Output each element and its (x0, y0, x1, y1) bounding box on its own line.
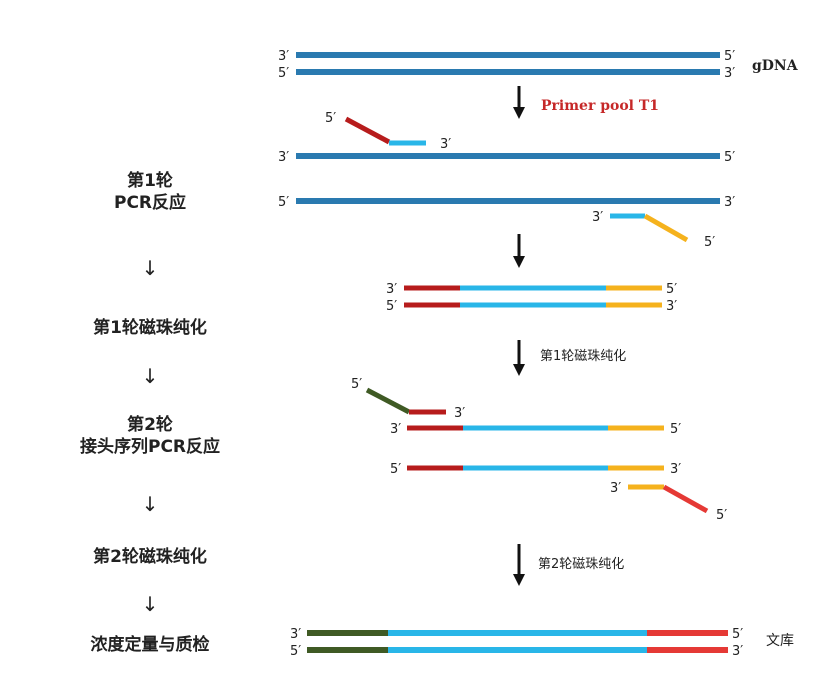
adapter-tail (662, 484, 709, 514)
primer-tail (643, 213, 689, 243)
library-label: 文库 (766, 633, 794, 649)
adapter-tail (365, 387, 411, 415)
end-label: 5′ (386, 299, 397, 314)
round2-pcr: 5′ 3′ 3′ 5′ 5′ 3′ 3′ 5′ (351, 377, 727, 523)
end-label: 3′ (440, 137, 451, 152)
step-round2-pcr: 第2轮 接头序列PCR反应 (40, 414, 260, 458)
gdna-label: gDNA (752, 58, 799, 74)
end-label: 5′ (724, 49, 735, 64)
step-line: 第2轮磁珠纯化 (93, 547, 207, 567)
purify2-label: 第2轮磁珠纯化 (538, 557, 624, 572)
step-line: 浓度定量与质检 (90, 635, 210, 655)
step-line: PCR反应 (113, 193, 187, 213)
end-label: 3′ (390, 422, 401, 437)
step-round1-purify: 第1轮磁珠纯化 (40, 317, 260, 339)
step-round2-purify: 第2轮磁珠纯化 (40, 546, 260, 568)
primer-tail (344, 116, 391, 145)
end-label: 5′ (704, 235, 715, 250)
end-label: 3′ (610, 481, 621, 496)
end-label: 5′ (716, 508, 727, 523)
primer-pool-label: Primer pool T1 (541, 98, 659, 114)
end-label: 5′ (351, 377, 362, 392)
final-library: 3′ 5′ 5′ 3′ 文库 (290, 627, 794, 659)
gdna-duplex: 3′ 5′ 5′ 3′ gDNA (278, 49, 799, 81)
step-line: 第1轮 (127, 171, 173, 191)
purify1-label: 第1轮磁珠纯化 (540, 349, 626, 364)
round1-product: 3′ 5′ 5′ 3′ (386, 282, 677, 314)
end-label: 3′ (290, 627, 301, 642)
step-arrow: ↓ (141, 492, 159, 516)
step-arrow: ↓ (141, 256, 159, 280)
end-label: 3′ (666, 299, 677, 314)
step-line: 接头序列PCR反应 (79, 437, 221, 457)
end-label: 5′ (390, 462, 401, 477)
end-label: 5′ (290, 644, 301, 659)
end-label: 3′ (386, 282, 397, 297)
end-label: 3′ (454, 406, 465, 421)
end-label: 3′ (724, 66, 735, 81)
step-qc: 浓度定量与质检 (40, 634, 260, 656)
end-label: 3′ (724, 195, 735, 210)
step-line: 第1轮磁珠纯化 (93, 318, 207, 338)
step-line: 第2轮 (127, 415, 173, 435)
end-label: 5′ (278, 195, 289, 210)
end-label: 3′ (732, 644, 743, 659)
end-label: 5′ (325, 111, 336, 126)
end-label: 3′ (592, 210, 603, 225)
step-arrow: ↓ (141, 592, 159, 616)
end-label: 5′ (732, 627, 743, 642)
round1-pcr: 5′ 3′ 3′ 5′ 5′ 3′ 3′ 5′ (278, 111, 735, 250)
step-round1-pcr: 第1轮 PCR反应 (40, 170, 260, 214)
end-label: 5′ (666, 282, 677, 297)
end-label: 3′ (278, 150, 289, 165)
end-label: 5′ (278, 66, 289, 81)
end-label: 3′ (670, 462, 681, 477)
step-arrow: ↓ (141, 364, 159, 388)
end-label: 3′ (278, 49, 289, 64)
end-label: 5′ (724, 150, 735, 165)
end-label: 5′ (670, 422, 681, 437)
